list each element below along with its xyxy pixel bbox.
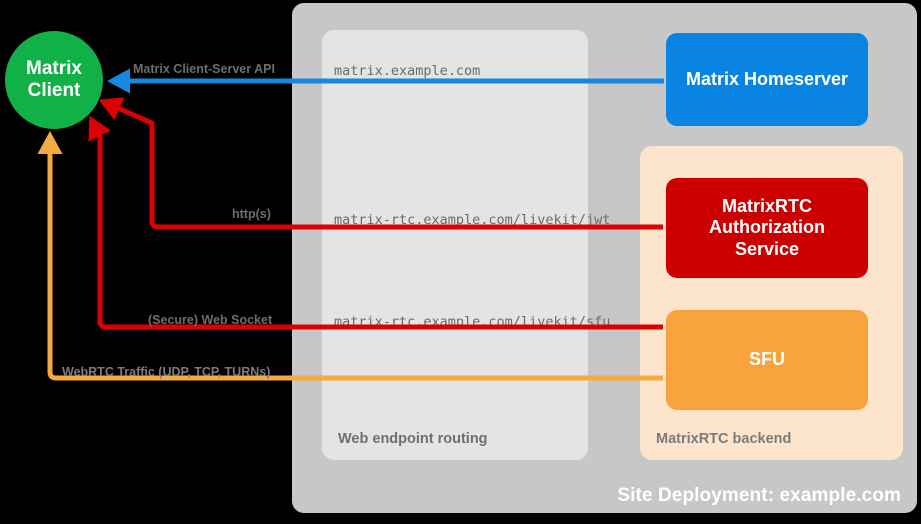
endpoint-matrix-example-com: matrix.example.com (334, 63, 481, 79)
flow-label-matrix-client-server-api: Matrix Client-Server API (133, 62, 275, 76)
site-deployment-label: Site Deployment: example.com (617, 485, 901, 506)
matrixrtc-backend-label: MatrixRTC backend (656, 431, 792, 447)
auth-service-label-line2: Authorization (709, 217, 825, 238)
endpoint-livekit-jwt: matrix-rtc.example.com/livekit/jwt (334, 212, 611, 228)
matrix-homeserver-label: Matrix Homeserver (685, 68, 849, 89)
sfu-label: SFU (749, 349, 785, 370)
auth-service-label-line1: MatrixRTC (721, 195, 812, 216)
auth-service-label-line3: Service (734, 238, 800, 259)
flow-label-https: http(s) (232, 207, 271, 221)
web-endpoint-routing-label: Web endpoint routing (338, 431, 488, 447)
node-sfu[interactable]: SFU (666, 310, 868, 410)
matrix-client-label-line1: Matrix (26, 57, 82, 79)
flow-label-secure-web-socket: (Secure) Web Socket (148, 313, 273, 327)
node-matrix-client[interactable]: Matrix Client (5, 31, 103, 129)
node-matrix-homeserver[interactable]: Matrix Homeserver (666, 33, 868, 126)
endpoint-livekit-sfu: matrix-rtc.example.com/livekit/sfu (334, 314, 611, 330)
web-endpoint-routing-container: Web endpoint routing (322, 30, 588, 460)
matrix-client-label-line2: Client (27, 80, 81, 101)
flow-label-webrtc-traffic: WebRTC Traffic (UDP, TCP, TURNs) (62, 365, 271, 379)
node-matrixrtc-authorization-service[interactable]: MatrixRTC Authorization Service (666, 178, 868, 278)
